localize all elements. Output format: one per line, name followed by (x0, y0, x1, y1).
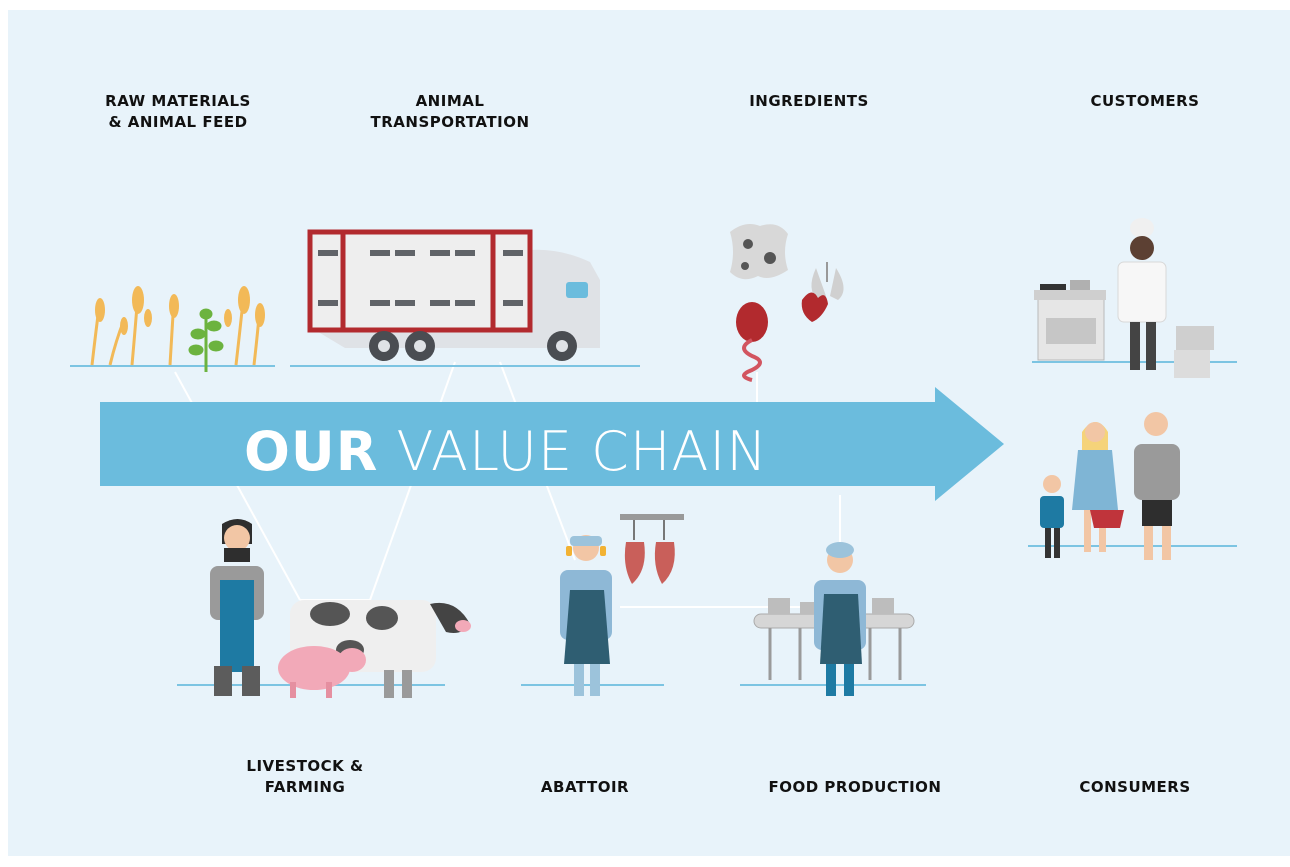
stage-label-food-production: FOOD PRODUCTION (768, 778, 942, 796)
value-chain-arrow (100, 387, 1004, 501)
farmer-icon (210, 519, 264, 696)
family-icon (1040, 412, 1180, 560)
stage-label-consumers: CONSUMERS (1079, 778, 1191, 796)
butcher-icon (560, 514, 684, 696)
wheat-icon (90, 286, 265, 372)
stage-label-customers: CUSTOMERS (1090, 92, 1200, 110)
stage-label-ingredients: INGREDIENTS (749, 92, 869, 110)
stage-label-abattoir: ABATTOIR (540, 778, 630, 796)
chef-icon (1034, 218, 1214, 378)
food-worker-icon (753, 542, 915, 696)
ingredients-icon (730, 224, 844, 382)
stage-label-livestock: LIVESTOCK & FARMING (246, 757, 364, 796)
stage-label-raw-materials: RAW MATERIALS & ANIMAL FEED (105, 92, 251, 131)
value-chain-title: OUR VALUE CHAIN (244, 412, 768, 492)
title-strong: OUR (244, 420, 379, 483)
title-light: VALUE CHAIN (396, 420, 768, 483)
pig-icon (278, 646, 366, 698)
truck-icon (307, 229, 600, 361)
stage-label-animal-transportation: ANIMAL TRANSPORTATION (370, 92, 530, 131)
